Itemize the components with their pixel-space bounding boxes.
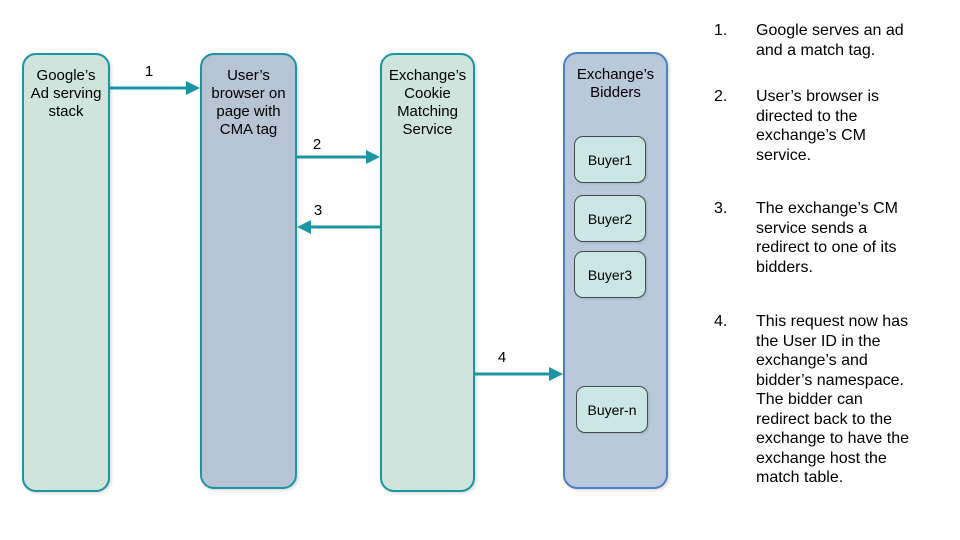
arrow-3-cm-to-browser	[297, 220, 380, 234]
buyer-label: Buyer2	[587, 210, 633, 227]
step-item-1: 1. Google serves an ad and a match tag.	[714, 21, 956, 60]
step-number: 1.	[714, 22, 728, 39]
node-cookie-matching-service: Exchange’s Cookie Matching Service	[380, 53, 475, 492]
buyer-2-box: Buyer2	[574, 195, 646, 242]
node-google-ad-serving-stack: Google’s Ad serving stack	[22, 53, 110, 492]
node-label: Google’s Ad serving stack	[30, 67, 102, 120]
step-number: 4.	[714, 313, 728, 330]
buyer-label: Buyer3	[587, 266, 633, 283]
step-text: This request now has the User ID in the …	[756, 313, 910, 486]
arrow-4-label: 4	[497, 349, 507, 366]
buyer-3-box: Buyer3	[574, 251, 646, 298]
buyer-n-box: Buyer-n	[576, 386, 648, 433]
node-label: User’s browser on page with CMA tag	[211, 67, 286, 138]
node-label: Exchange’s Cookie Matching Service	[388, 67, 467, 138]
step-number: 2.	[714, 88, 728, 105]
step-item-3: 3. The exchange’s CM service sends a red…	[714, 199, 956, 277]
arrow-2-label: 2	[312, 136, 322, 153]
step-item-2: 2. User’s browser is directed to the exc…	[714, 87, 956, 165]
step-number: 3.	[714, 200, 728, 217]
arrow-1-google-to-browser	[110, 81, 200, 95]
buyer-label: Buyer-n	[587, 401, 637, 418]
arrow-3-label: 3	[313, 202, 323, 219]
step-text: User’s browser is directed to the exchan…	[756, 88, 879, 164]
step-text: Google serves an ad and a match tag.	[756, 22, 904, 59]
buyer-1-box: Buyer1	[574, 136, 646, 183]
buyer-label: Buyer1	[587, 151, 633, 168]
node-user-browser: User’s browser on page with CMA tag	[200, 53, 297, 489]
step-item-4: 4. This request now has the User ID in t…	[714, 312, 956, 488]
node-label: Exchange’s Bidders	[576, 66, 655, 101]
step-text: The exchange’s CM service sends a redire…	[756, 200, 898, 276]
node-exchange-bidders: Exchange’s Bidders Buyer1 Buyer2 Buyer3 …	[563, 52, 668, 489]
arrow-1-label: 1	[144, 63, 154, 80]
arrow-4-cm-to-bidders	[475, 367, 563, 381]
